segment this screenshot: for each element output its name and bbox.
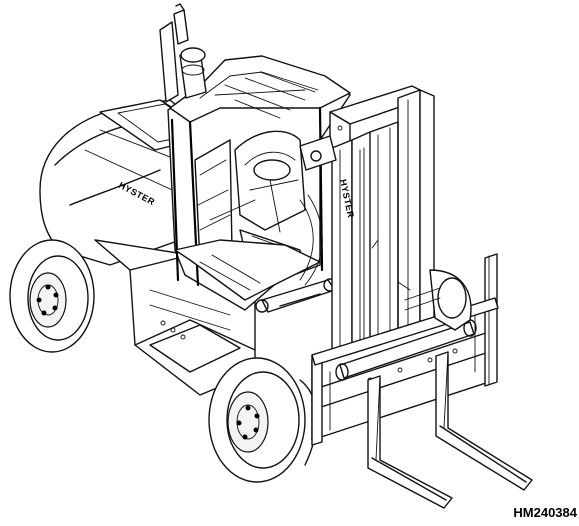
operator-cab (167, 55, 351, 311)
right-fork (435, 351, 533, 491)
exhaust-stack (159, 3, 207, 103)
left-fork (367, 375, 453, 509)
front-wheel (208, 357, 318, 483)
figure-reference-code: HM240384 (513, 505, 577, 520)
drive-axle (404, 269, 472, 331)
rear-wheel (9, 239, 95, 353)
